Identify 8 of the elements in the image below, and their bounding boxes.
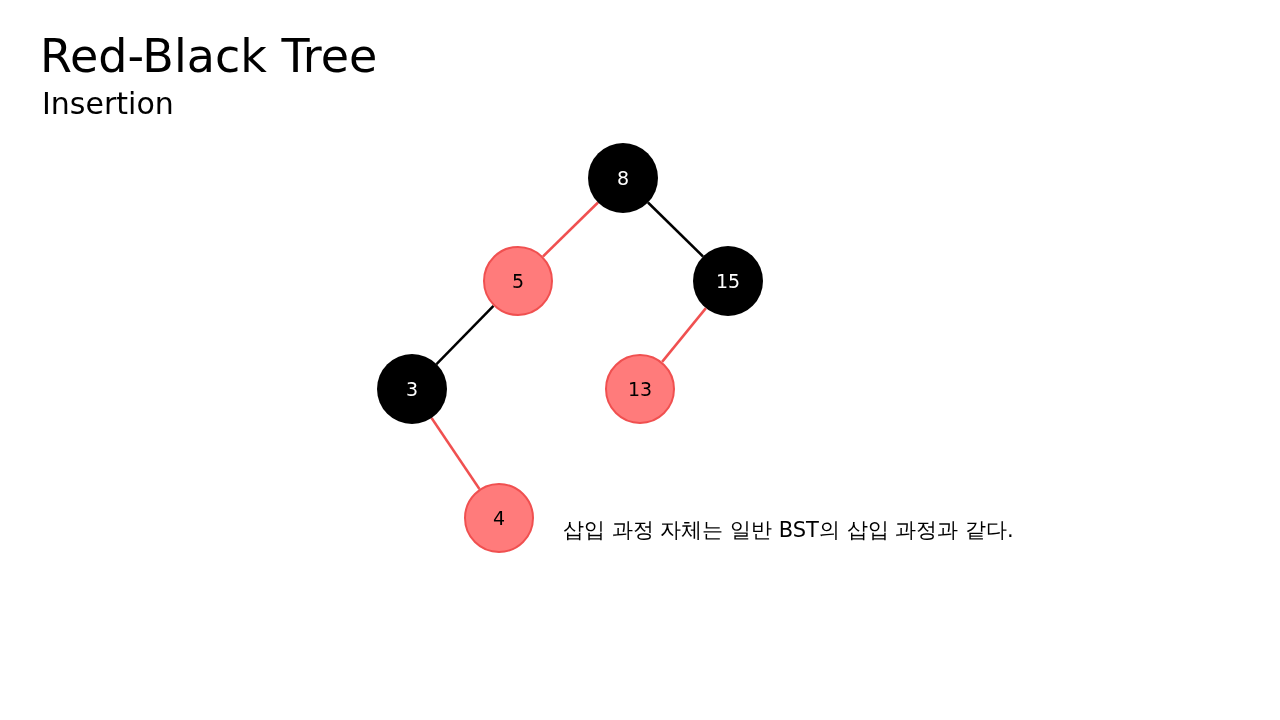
tree-edge <box>430 417 481 490</box>
tree-edge <box>435 305 495 365</box>
subtitle: Insertion <box>42 86 174 122</box>
title: Red-Black Tree <box>40 28 378 84</box>
tree-edge <box>647 201 704 258</box>
tree-edge <box>661 307 707 363</box>
tree-edge <box>542 201 599 258</box>
note-text: 삽입 과정 자체는 일반 BST의 삽입 과정과 같다. <box>563 517 1014 544</box>
